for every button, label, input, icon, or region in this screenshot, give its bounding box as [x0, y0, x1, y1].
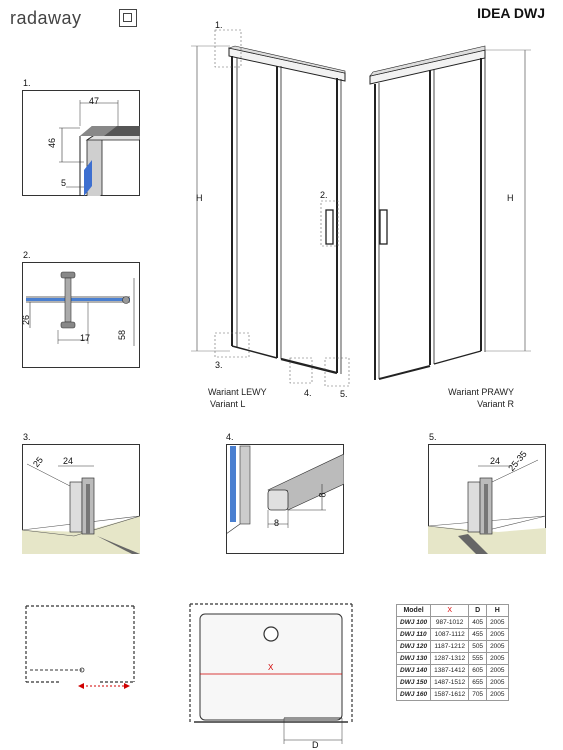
detail-5-number: 5. [429, 432, 437, 442]
cell-model: DWJ 140 [395, 664, 432, 677]
cell-model: DWJ 100 [395, 616, 432, 629]
variant-left-name-en: Variant L [210, 399, 246, 409]
cell-d: 505 [468, 640, 488, 653]
plan-view-opening [25, 605, 135, 689]
detail-4-dim-a: 8 [317, 492, 328, 498]
plan-view-tray [189, 603, 353, 744]
cell-h: 2005 [486, 616, 509, 629]
cell-x: 1087-1112 [430, 628, 470, 641]
cell-model: DWJ 120 [395, 640, 432, 653]
callout-1-marker: 1. [215, 20, 223, 30]
table-row: DWJ 130 1287-1312 555 2005 [395, 652, 509, 665]
detail-1-number: 1. [23, 78, 31, 88]
detail-3-wall-profile [22, 444, 140, 554]
header-model: Model [395, 604, 432, 617]
cell-h: 2005 [486, 664, 509, 677]
variant-left-name-pl: Wariant LEWY [208, 387, 267, 397]
detail-4-dim-b: 8 [274, 518, 280, 528]
detail-2-dim-b: 17 [80, 333, 91, 343]
cell-model: DWJ 130 [395, 652, 432, 665]
cell-d: 655 [468, 676, 488, 689]
detail-4-seal-profile [226, 444, 344, 554]
cell-h: 2005 [486, 652, 509, 665]
detail-5-dim-a: 24 [490, 456, 501, 466]
cell-model: DWJ 150 [395, 676, 432, 689]
header-h: H [486, 604, 509, 617]
cell-x: 1487-1512 [430, 676, 470, 689]
header-x: X [430, 604, 470, 617]
cell-h: 2005 [486, 628, 509, 641]
table-row: DWJ 140 1387-1412 605 2005 [395, 664, 509, 677]
table-row: DWJ 120 1187-1212 505 2005 [395, 640, 509, 653]
callout-5-marker: 5. [340, 389, 348, 399]
table-header-row: Model X D H [395, 604, 509, 617]
table-row: DWJ 110 1087-1112 455 2005 [395, 628, 509, 641]
variant-right-drawing [369, 45, 531, 380]
detail-3-dim-b: 24 [63, 456, 74, 466]
detail-2-number: 2. [23, 250, 31, 260]
detail-2-dim-c: 58 [117, 329, 128, 341]
callout-3-marker: 3. [215, 360, 223, 370]
cell-d: 705 [468, 688, 488, 701]
detail-4-number: 4. [226, 432, 234, 442]
variant-right-caption: Wariant PRAWY Variant R [440, 386, 514, 410]
plan-x-label: X [268, 663, 274, 672]
detail-1-offset-dim: 5 [61, 178, 67, 188]
variant-right-name-pl: Wariant PRAWY [448, 387, 514, 397]
cell-x: 987-1012 [430, 616, 470, 629]
specification-table: Model X D H DWJ 100 987-1012 405 2005 DW… [395, 604, 509, 701]
cell-h: 2005 [486, 688, 509, 701]
detail-5-wall-profile [428, 444, 546, 554]
table-row: DWJ 100 987-1012 405 2005 [395, 616, 509, 629]
cell-x: 1187-1212 [430, 640, 470, 653]
cell-d: 405 [468, 616, 488, 629]
main-drawing [191, 29, 531, 387]
cell-model: DWJ 110 [395, 628, 432, 641]
variant-right-name-en: Variant R [477, 399, 514, 409]
cell-d: 605 [468, 664, 488, 677]
header-d: D [468, 604, 488, 617]
detail-2-handle [22, 262, 140, 368]
cell-d: 455 [468, 628, 488, 641]
detail-1-top-rail [22, 90, 140, 196]
cell-d: 555 [468, 652, 488, 665]
cell-h: 2005 [486, 676, 509, 689]
detail-1-height-dim: 46 [47, 137, 58, 149]
height-label-left: H [196, 193, 203, 203]
detail-1-width-dim: 47 [89, 96, 100, 106]
plan-d-label: D [312, 740, 319, 750]
variant-left-drawing [191, 29, 350, 387]
table-header: Model X D H [395, 604, 509, 617]
brand-logo: radaway [10, 8, 82, 28]
callout-4-marker: 4. [304, 388, 312, 398]
table-body: DWJ 100 987-1012 405 2005 DWJ 110 1087-1… [395, 616, 509, 701]
callout-2-marker: 2. [320, 190, 328, 200]
cell-h: 2005 [486, 640, 509, 653]
brand-logo-mark [119, 9, 137, 27]
table-row: DWJ 160 1587-1612 705 2005 [395, 688, 509, 701]
table-row: DWJ 150 1487-1512 655 2005 [395, 676, 509, 689]
variant-left-caption: Wariant LEWY Variant L [208, 386, 267, 410]
page-title: IDEA DWJ [477, 5, 545, 21]
height-label-right: H [507, 193, 514, 203]
cell-x: 1287-1312 [430, 652, 470, 665]
detail-2-dim-a: 26 [21, 314, 32, 326]
detail-3-number: 3. [23, 432, 31, 442]
cell-model: DWJ 160 [395, 688, 432, 701]
cell-x: 1387-1412 [430, 664, 470, 677]
cell-x: 1587-1612 [430, 688, 470, 701]
